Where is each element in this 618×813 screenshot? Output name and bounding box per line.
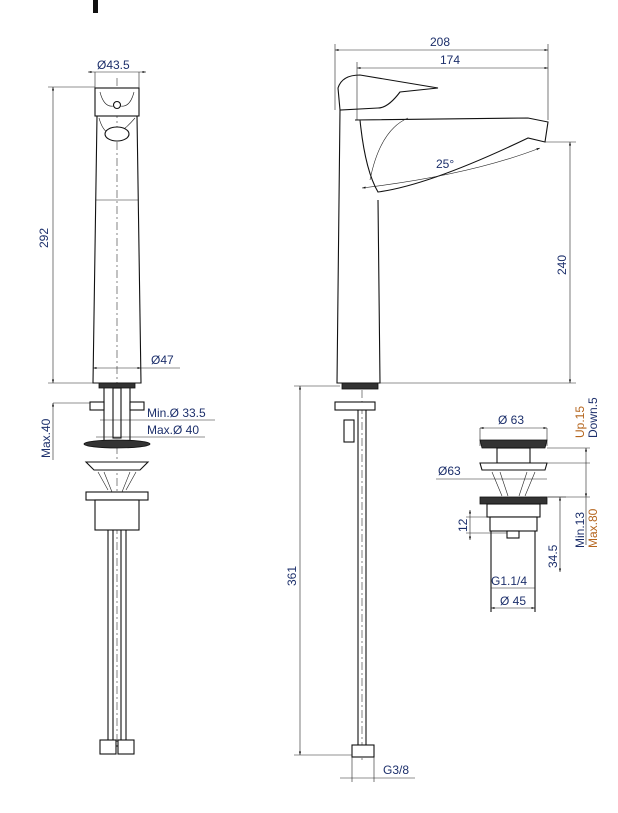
dim-body-diameter: Ø47 bbox=[151, 353, 174, 367]
dim-nut-height: 12 bbox=[456, 518, 470, 532]
lever bbox=[337, 74, 439, 111]
dim-flange-diameter: Ø63 bbox=[438, 464, 461, 478]
dim-top-diameter: Ø43.5 bbox=[97, 58, 130, 72]
side-view: Ø43.5 292 Ø47 Max.40 Min.Ø 33.5 Max.Ø 40 bbox=[37, 58, 215, 755]
dim-max: Max.80 bbox=[586, 508, 600, 548]
dim-hose-length: 361 bbox=[285, 566, 299, 586]
dim-cap-diameter: Ø 63 bbox=[498, 413, 524, 427]
dim-thread: G1.1/4 bbox=[491, 574, 527, 588]
body bbox=[336, 109, 381, 384]
dim-angle: 25° bbox=[436, 157, 454, 171]
waste-detail: Ø 63 Ø63 Up.15 Down.5 Min.13 Max.80 12 3… bbox=[436, 397, 600, 612]
dim-up: Up.15 bbox=[573, 406, 587, 438]
dim-tail-length: 34.5 bbox=[546, 544, 560, 568]
spout bbox=[354, 117, 549, 193]
dim-overall-length: 208 bbox=[430, 35, 450, 49]
dim-spout-height: 240 bbox=[555, 255, 569, 275]
dim-max-deck: Max.40 bbox=[39, 418, 53, 458]
dim-min-hole: Min.Ø 33.5 bbox=[147, 406, 206, 420]
dim-hose-thread: G3/8 bbox=[383, 763, 409, 777]
title-fragment bbox=[93, 0, 98, 13]
dim-tail-diameter: Ø 45 bbox=[500, 594, 526, 608]
dim-height: 292 bbox=[37, 228, 51, 248]
front-view: 208 174 25° 240 361 G3/8 bbox=[285, 35, 576, 782]
dim-max-hole: Max.Ø 40 bbox=[147, 423, 199, 437]
dim-spout-reach: 174 bbox=[440, 53, 460, 67]
dim-down: Down.5 bbox=[586, 397, 600, 438]
dim-min: Min.13 bbox=[573, 512, 587, 548]
